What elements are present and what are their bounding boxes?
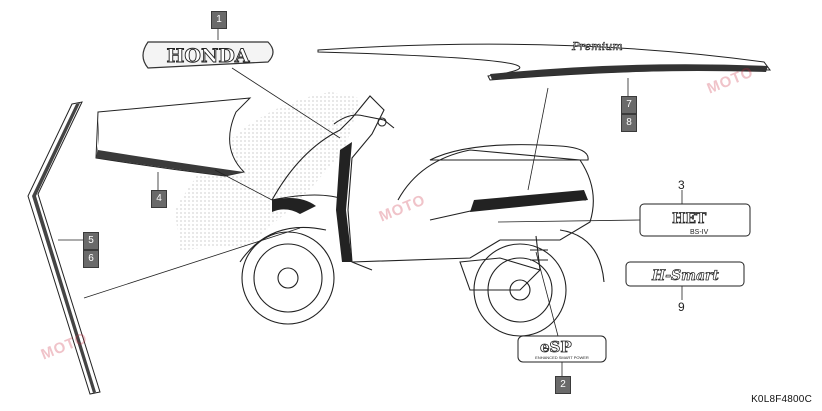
- esp-sub-text: ENHANCED SMART POWER: [535, 355, 589, 360]
- front-panel-stripe: [272, 198, 316, 214]
- rear-body-stripe: [470, 190, 588, 212]
- callout-7[interactable]: 7: [621, 96, 637, 114]
- callout-6[interactable]: 6: [83, 250, 99, 268]
- premium-text: Premium: [571, 40, 623, 53]
- front-apron-stripe: [336, 142, 352, 262]
- callout-4[interactable]: 4: [151, 190, 167, 208]
- dotted-region: [175, 92, 360, 250]
- side-panel-decal: [95, 97, 252, 177]
- honda-emblem-text: HONDA: [166, 45, 249, 67]
- callout-9[interactable]: 9: [678, 300, 685, 314]
- leader-3b: [497, 219, 641, 223]
- part-code: K0L8F4800C: [751, 394, 812, 405]
- callout-3[interactable]: 3: [678, 178, 685, 192]
- esp-main-text: eSP: [540, 338, 572, 356]
- hsmart-emblem: H-Smart: [625, 261, 745, 287]
- callout-2[interactable]: 2: [555, 376, 571, 394]
- premium-stripe: Premium: [317, 40, 772, 81]
- leader-1b: [231, 67, 341, 139]
- leader-4b: [214, 169, 273, 201]
- callout-5[interactable]: 5: [83, 232, 99, 250]
- callout-8[interactable]: 8: [621, 114, 637, 132]
- honda-emblem: HONDA: [142, 41, 274, 69]
- het-bottom-text: BS-IV: [690, 229, 709, 236]
- front-strip-decal: [27, 101, 101, 395]
- het-top-text: HET: [672, 211, 707, 227]
- het-emblem: HET BS-IV: [639, 203, 751, 237]
- leader-5b: [83, 227, 301, 299]
- callout-1[interactable]: 1: [211, 11, 227, 29]
- hsmart-text: H-Smart: [651, 268, 719, 284]
- leader-7b: [527, 87, 549, 191]
- esp-emblem: eSP ENHANCED SMART POWER: [517, 335, 607, 363]
- leader-2b: [535, 251, 559, 337]
